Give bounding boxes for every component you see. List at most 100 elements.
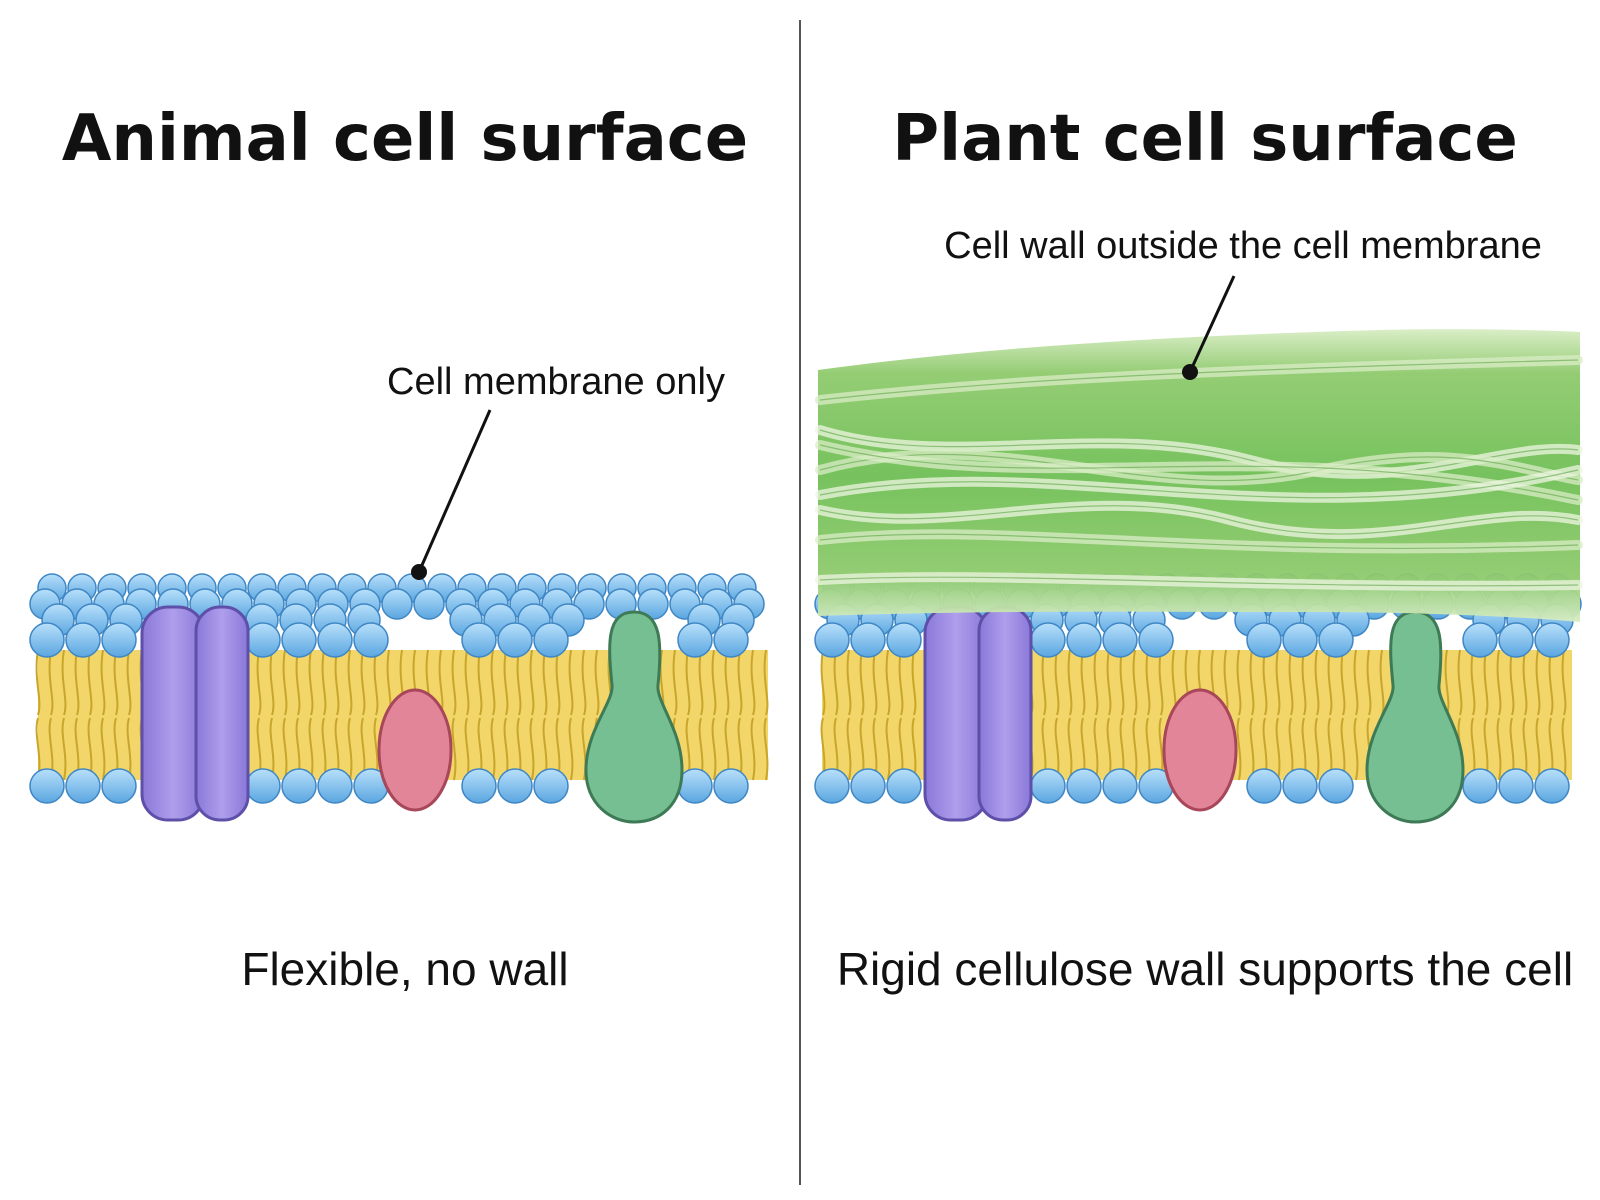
- lipid-tail: [347, 717, 353, 781]
- lipid-tail: [269, 649, 275, 716]
- lipid-tail: [763, 649, 769, 716]
- lipid-head: [1138, 622, 1174, 658]
- plant-callout: Cell wall outside the cell membrane: [944, 225, 1542, 380]
- lipid-tail: [282, 717, 288, 781]
- cellulose-fiber-edge: [819, 453, 1579, 482]
- lipid-tail: [282, 649, 288, 716]
- lipid-tail: [1275, 649, 1281, 716]
- lipid-head: [101, 768, 137, 804]
- lipid-tail: [846, 649, 852, 716]
- animal-lipid-heads: [29, 573, 765, 804]
- lipid-tail: [1262, 649, 1268, 716]
- lipid-tail: [1314, 717, 1320, 781]
- lipid-tail: [737, 649, 743, 716]
- lipid-head: [1534, 768, 1570, 804]
- lipid-tail: [113, 649, 119, 716]
- lipid-tail: [820, 649, 826, 716]
- lipid-tail: [516, 649, 522, 716]
- plant-title: Plant cell surface: [892, 102, 1518, 176]
- lipid-tail: [308, 649, 314, 716]
- lipid-tail: [1119, 649, 1125, 716]
- lipid-head: [850, 768, 886, 804]
- lipid-head: [533, 622, 569, 658]
- lipid-tail: [885, 649, 891, 716]
- lipid-tail: [334, 649, 340, 716]
- lipid-tail: [1067, 649, 1073, 716]
- lipid-tail: [1236, 649, 1242, 716]
- lipid-tail: [1353, 649, 1359, 716]
- lipid-tail: [1301, 649, 1307, 716]
- lipid-tail: [1340, 649, 1346, 716]
- lipid-head: [65, 768, 101, 804]
- plant-callout-line: [1188, 275, 1236, 373]
- plant-callout-dot: [1182, 364, 1198, 380]
- lipid-head: [1498, 768, 1534, 804]
- lipid-tail: [594, 649, 600, 716]
- lipid-tail: [1379, 649, 1385, 716]
- lipid-tail: [48, 649, 54, 716]
- lipid-head: [1534, 622, 1570, 658]
- cellulose-fiber-edge: [819, 505, 1579, 535]
- lipid-tail: [1548, 649, 1554, 716]
- lipid-tail: [711, 649, 717, 716]
- lipid-tail: [347, 649, 353, 716]
- lipid-tail: [1496, 717, 1502, 781]
- animal-callout-dot: [411, 564, 427, 580]
- lipid-tail: [1041, 649, 1047, 716]
- cellulose-fiber-edge: [819, 576, 1579, 587]
- lipid-tail: [1054, 649, 1060, 716]
- lipid-head: [1066, 622, 1102, 658]
- lipid-head: [533, 768, 569, 804]
- lipid-head: [353, 622, 389, 658]
- lipid-head: [1462, 768, 1498, 804]
- lipid-tail: [555, 649, 561, 716]
- lipid-tail: [1132, 649, 1138, 716]
- lipid-tail: [61, 717, 67, 781]
- lipid-tail: [724, 649, 730, 716]
- lipid-tail: [451, 649, 457, 716]
- lipid-tail: [1236, 717, 1242, 781]
- lipid-tail: [1457, 649, 1463, 716]
- lipid-tail: [1535, 649, 1541, 716]
- lipid-tail: [477, 649, 483, 716]
- lipid-tail: [1483, 649, 1489, 716]
- lipid-head: [461, 768, 497, 804]
- lipid-tail: [885, 717, 891, 781]
- peripheral-protein-icon: [377, 688, 453, 812]
- lipid-head: [317, 768, 353, 804]
- lipid-tail: [1561, 649, 1567, 716]
- lipid-head: [1462, 622, 1498, 658]
- lipid-tail: [529, 649, 535, 716]
- lipid-head: [713, 768, 749, 804]
- lipid-tail: [126, 649, 132, 716]
- lipid-tail: [750, 649, 756, 716]
- plant-callout-label: Cell wall outside the cell membrane: [944, 225, 1542, 267]
- lipid-tail: [1158, 649, 1164, 716]
- cellulose-fiber-edge: [819, 533, 1579, 550]
- lipid-tail: [295, 649, 301, 716]
- lipid-tail: [74, 649, 80, 716]
- lipid-tail: [1106, 649, 1112, 716]
- lipid-tail: [911, 649, 917, 716]
- lipid-tail: [1522, 649, 1528, 716]
- cell-wall-icon: [815, 329, 1583, 622]
- cellulose-fiber-edge: [819, 469, 1579, 499]
- plant-transmembrane-protein-icon: [1365, 610, 1465, 824]
- lipid-head: [317, 622, 353, 658]
- lipid-head: [381, 588, 413, 620]
- lipid-tail: [87, 649, 93, 716]
- lipid-head: [1282, 768, 1318, 804]
- lipid-head: [1318, 622, 1354, 658]
- lipid-head: [497, 768, 533, 804]
- lipid-tail: [1496, 649, 1502, 716]
- lipid-tail: [1509, 649, 1515, 716]
- lipid-tail: [360, 649, 366, 716]
- lipid-head: [814, 622, 850, 658]
- lipid-tail: [1080, 649, 1086, 716]
- lipid-tail: [1314, 649, 1320, 716]
- lipid-tail: [1470, 649, 1476, 716]
- lipid-tail: [1145, 649, 1151, 716]
- lipid-head: [850, 622, 886, 658]
- lipid-head: [1030, 622, 1066, 658]
